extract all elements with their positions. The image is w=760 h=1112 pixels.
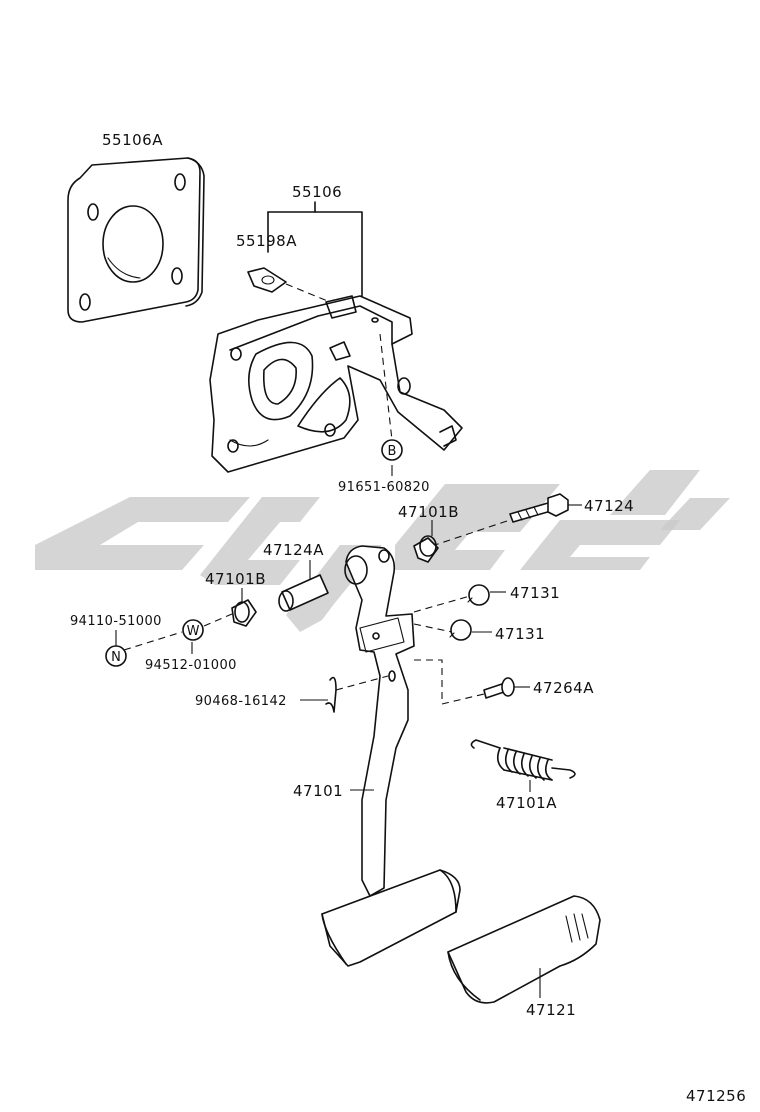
pedal-arm-47101-drawing: [321, 545, 461, 967]
bushing-47101b-left-drawing: [231, 599, 257, 627]
marker-b: B: [381, 439, 403, 461]
label-47101a: 47101A: [496, 794, 557, 812]
label-55106: 55106: [292, 183, 342, 201]
label-47131-lower: 47131: [495, 625, 545, 643]
collar-47124a-drawing: [278, 574, 329, 612]
label-47121: 47121: [526, 1001, 576, 1019]
spring-47101a-drawing: [470, 739, 576, 781]
label-91651-60820: 91651-60820: [338, 480, 430, 495]
bolt-47264a-drawing: [414, 659, 515, 705]
marker-w: W: [182, 619, 204, 641]
marker-n-label: N: [111, 650, 121, 665]
plate-55106a-drawing: [67, 157, 205, 323]
label-90468-16142: 90468-16142: [195, 694, 287, 709]
bolt-47124-drawing: [431, 493, 582, 547]
leader-lines: [115, 465, 541, 998]
marker-n: N: [105, 645, 127, 667]
clip-90468-drawing: [325, 676, 337, 713]
marker-b-label: B: [388, 444, 397, 459]
label-47101: 47101: [293, 782, 343, 800]
label-47101b-left: 47101B: [205, 570, 266, 588]
diagram-id: 471256: [686, 1087, 746, 1105]
label-55106a: 55106A: [102, 131, 163, 149]
label-94512-01000: 94512-01000: [145, 658, 237, 673]
label-47124: 47124: [584, 497, 634, 515]
label-47131-upper: 47131: [510, 584, 560, 602]
label-47124a: 47124A: [263, 541, 324, 559]
marker-w-label: W: [187, 624, 200, 639]
label-47101b-upper: 47101B: [398, 503, 459, 521]
stopper-47131-drawing: [413, 584, 490, 641]
label-94110-51000: 94110-51000: [70, 614, 162, 629]
pedal-pad-47121-drawing: [447, 895, 601, 1004]
bushing-47101b-upper-drawing: [413, 535, 439, 563]
label-47264a: 47264A: [533, 679, 594, 697]
bracket-55106-drawing: [209, 201, 463, 473]
label-55198a: 55198A: [236, 232, 297, 250]
